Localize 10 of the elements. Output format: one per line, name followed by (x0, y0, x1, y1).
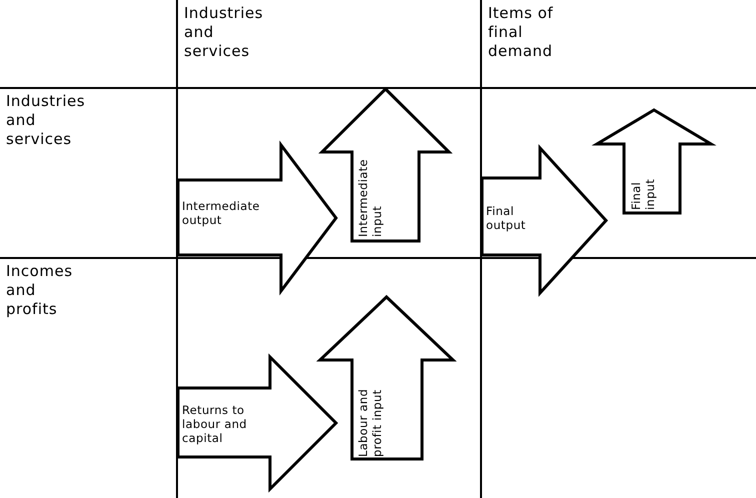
column-heading: Industries and services (184, 4, 264, 61)
shape-label: Returns to labour and capital (182, 403, 248, 445)
row-heading: Incomes and profits (6, 262, 74, 319)
shape-label: Labour and profit input (356, 388, 384, 457)
column-heading: Items of final demand (488, 4, 554, 61)
shape-label: Final output (486, 204, 527, 232)
shape-label: Final input (629, 178, 657, 210)
shape-label: Intermediate input (356, 159, 384, 237)
shape-label: Intermediate output (182, 199, 261, 227)
row-heading: Industries and services (6, 92, 86, 149)
